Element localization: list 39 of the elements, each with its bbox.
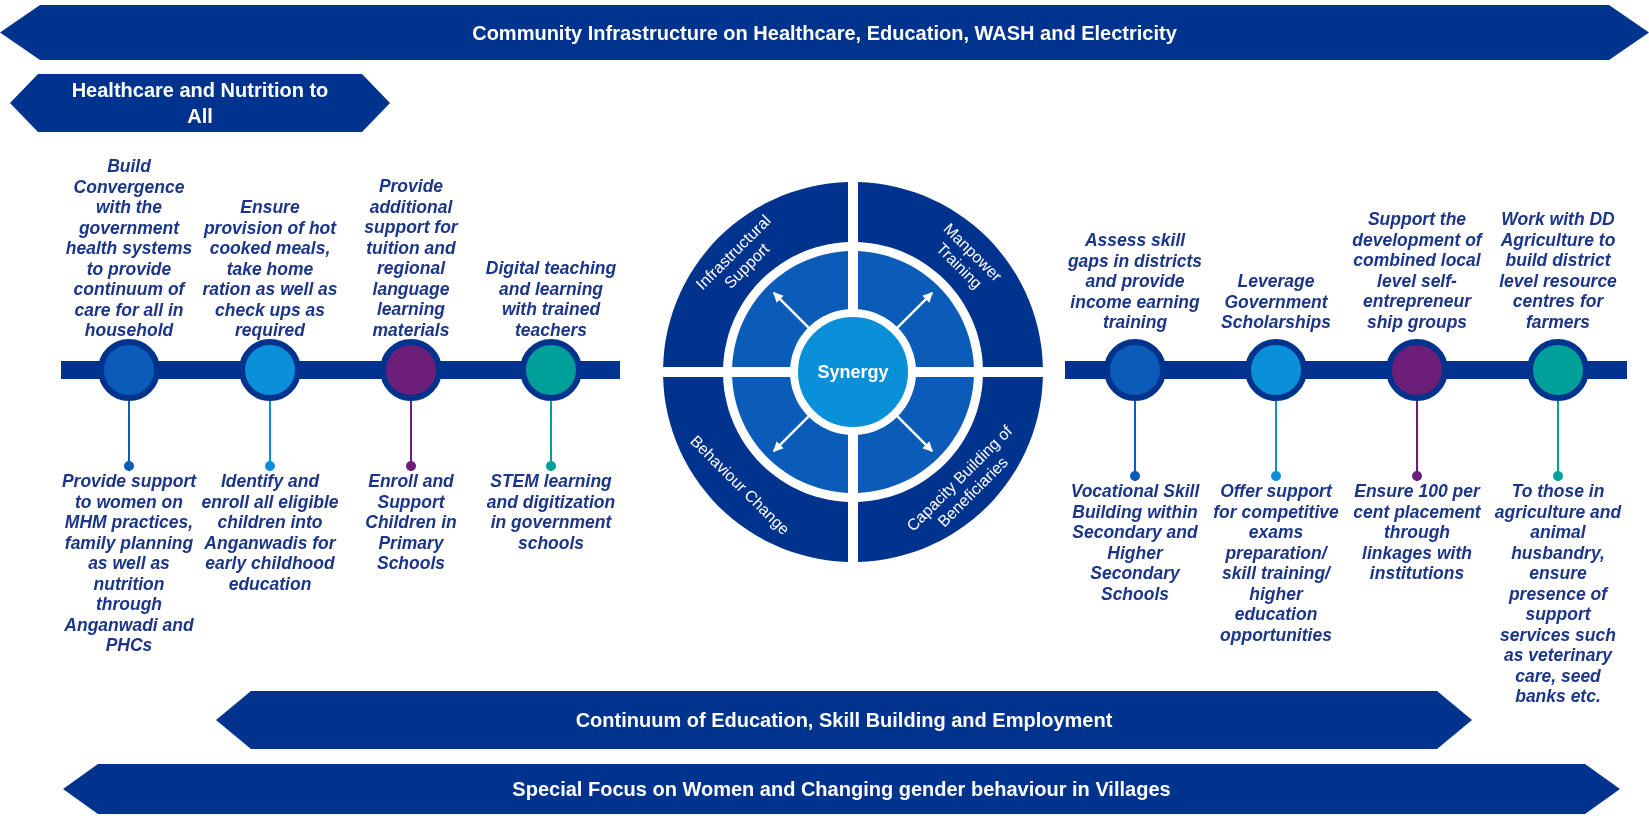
milestone-text: Leverage Government Scholarships [1220,270,1332,332]
banner-text: Special Focus on Women and Changing gender behaviour in Villages [511,777,1172,802]
milestone-text: Ensure 100 per cent placement through linkages with institutions [1348,481,1486,584]
arrow [772,413,812,453]
banner-text: Continuum of Education, Skill Building and Employment [574,708,1114,733]
milestone-text: Work with DD Agriculture to build district level resource centres for farmers [1498,209,1618,332]
wheel-segment [663,182,848,367]
arrow [894,413,934,453]
hub-text: Synergy [816,361,890,384]
milestone-text: Assess skill gaps in districts and provide income earning training [1066,229,1204,332]
milestone-text: STEM learning and digitization in government schools [482,471,620,553]
pin-line [124,400,134,472]
arrow [894,291,934,331]
pin-line [1130,400,1140,482]
pin-line [1553,400,1563,482]
milestone-text: Ensure provision of hot cooked meals, take home ration as well as check ups as required [201,196,339,340]
wheel-segment [858,182,1043,367]
ribbon-banner [216,691,1472,749]
pin-line [1271,400,1281,482]
milestone-text: To those in agriculture and animal husbandry, ensure presence of support services such as veterinary care, seed banks etc. [1489,481,1627,707]
milestone-text: Identify and enroll all eligible children into Anganwadis for early childhood education [201,471,339,594]
pin-line [546,400,556,472]
ribbon-banner [63,764,1620,814]
milestone-text: Support the development of combined local level self-entrepreneur ship groups [1351,209,1484,332]
milestone-text: Provide support to women on MHM practices, family planning as well as nutrition through Anganwadi and PHCs [60,471,198,656]
milestone-text: Build Convergence with the government health systems to provide continuum of care for all in household [64,155,194,340]
pin-line [406,400,416,472]
banner-text: Healthcare and Nutrition to All [70,78,330,129]
banner-text: Community Infrastructure on Healthcare, Education, WASH and Electricity [471,20,1178,46]
milestone-text: Provide additional support for tuition and regional language learning materials [363,176,460,340]
milestone-text: Offer support for competitive exams preparation/ skill training/ higher education opportunities [1207,481,1345,645]
milestone-text: Vocational Skill Building within Secondary and Higher Secondary Schools [1066,481,1204,604]
ribbon-banner [0,5,1649,60]
pin-line [1412,400,1422,482]
ribbon-banner [10,74,390,132]
arrow [772,291,812,331]
milestone-text: Enroll and Support Children in Primary Schools [342,471,480,574]
milestone-text: Digital teaching and learning with trained teachers [484,258,618,340]
pin-line [265,400,275,472]
